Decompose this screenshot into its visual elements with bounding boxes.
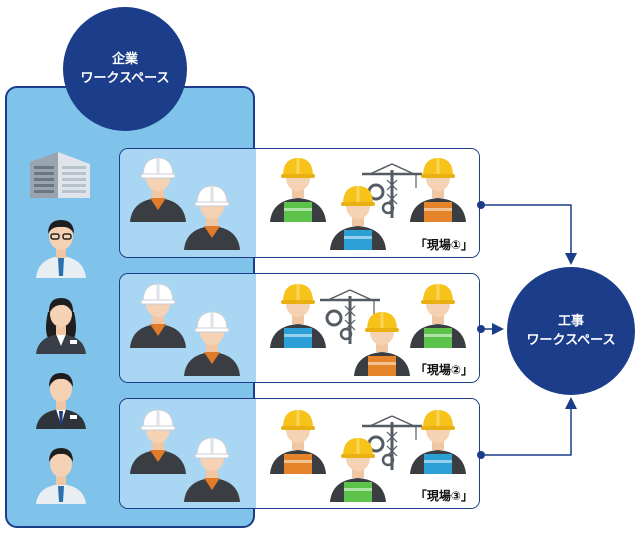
office-staff-shirt-icon — [36, 448, 86, 504]
office-staff-woman-icon — [36, 298, 86, 354]
site-1-label: 「現場①」 — [414, 238, 473, 252]
enterprise-node-label-line1: 企業 — [111, 52, 138, 67]
office-staff-glasses-icon — [36, 220, 86, 278]
construction-node-label-line2: ワークスペース — [526, 333, 616, 348]
site-2-label: 「現場②」 — [414, 363, 473, 377]
site-3-label: 「現場③」 — [414, 489, 473, 503]
arrow-site-3 — [481, 397, 577, 456]
enterprise-workspace-node: 企業 ワークスペース — [63, 7, 187, 131]
enterprise-node-label-line2: ワークスペース — [80, 71, 170, 86]
arrow-site-1 — [481, 204, 577, 265]
office-building-icon — [30, 152, 90, 198]
construction-workspace-node: 工事 ワークスペース — [507, 267, 635, 395]
construction-node-label-line1: 工事 — [557, 314, 584, 329]
office-staff-suit-icon — [36, 373, 86, 429]
